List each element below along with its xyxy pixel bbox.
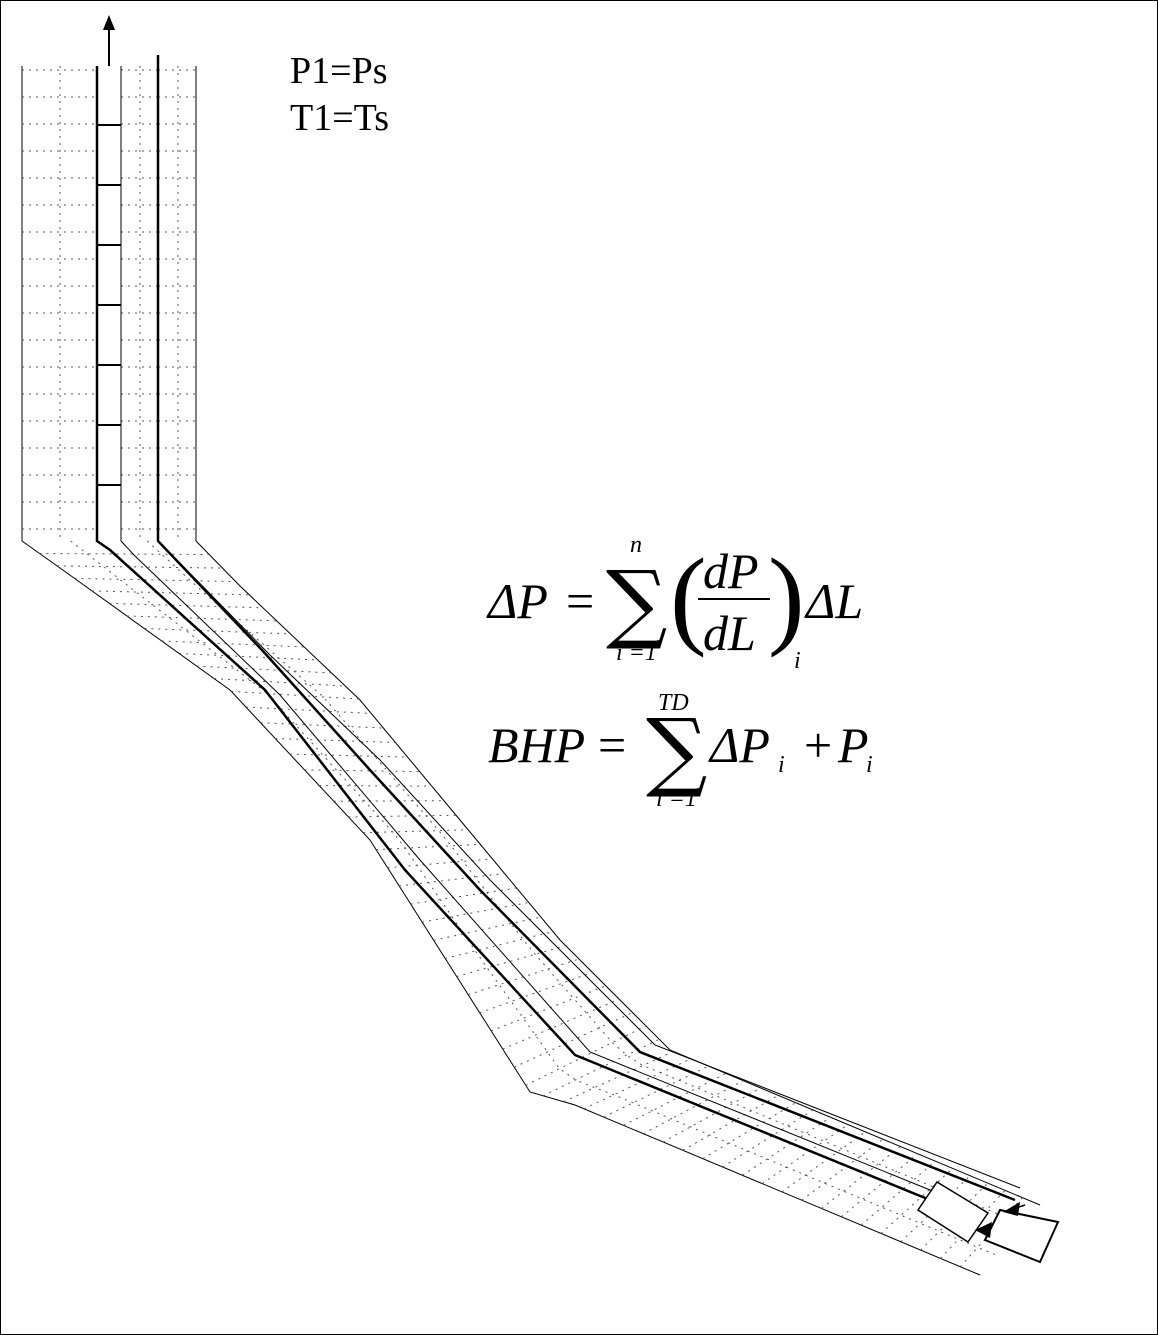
grid-line (260, 722, 384, 729)
eq1-lower-limit: i =1 (616, 640, 657, 666)
grid-line (161, 640, 305, 648)
eq2-lower-limit: i =1 (656, 786, 697, 812)
grid-line (860, 1160, 936, 1226)
eq1-equals: = (566, 573, 595, 629)
surface-pressure-condition: P1=Ps (290, 50, 388, 92)
eq1-tail: ΔL (806, 573, 864, 629)
grid-line (479, 971, 593, 1014)
grid-line (39, 552, 210, 556)
grid-line (722, 1109, 814, 1168)
grid-line (781, 1131, 866, 1193)
eq1-lhs: ΔP (488, 573, 548, 629)
grid-line (623, 1072, 727, 1126)
pressure-drop-equation: ΔP = n ∑ i =1 ( dP dL ) i ΔL (488, 532, 888, 692)
outer-wall-right (195, 66, 1041, 1206)
tube-segments (97, 124, 121, 486)
eq1-paren-left: ( (670, 536, 707, 658)
eq2-term2-subscript: i (866, 752, 873, 778)
eq1-numerator: dP (703, 543, 759, 599)
eq2-upper-limit: TD (658, 690, 689, 716)
tubing-wall-left (95, 66, 931, 1202)
eq1-denominator: dL (703, 605, 756, 661)
grid-line (583, 1058, 692, 1110)
tubing-wall-right (156, 55, 1016, 1202)
eq1-sum-symbol: ∑ (606, 553, 668, 653)
downhole-tool (916, 1180, 990, 1244)
inflow-arrow-upper (1003, 1202, 1026, 1216)
grid-line (304, 769, 420, 773)
grid-line (319, 785, 432, 787)
eq1-paren-right: ) (768, 536, 805, 658)
grid-line (363, 829, 469, 834)
eq2-sum-symbol: ∑ (646, 701, 708, 801)
boundary-conditions: P1=Ps T1=Ts (290, 48, 389, 142)
grid-line (502, 998, 620, 1050)
grid-line (289, 753, 408, 758)
tubing-wall-right-outer (171, 554, 1021, 1189)
inflow-nozzle (983, 1208, 1060, 1264)
grid-line (821, 1146, 901, 1209)
eq2-equals: = (598, 717, 627, 773)
grid-line (662, 1087, 761, 1143)
grid-line (144, 627, 291, 635)
grid-line (245, 706, 372, 714)
grid-line (74, 577, 236, 583)
eq1-upper-limit: n (630, 532, 642, 558)
grid-line (433, 916, 541, 941)
grid-line (214, 678, 346, 687)
bhp-equation: BHP = TD ∑ i =1 ΔP i + P i (488, 690, 888, 820)
grid-line (940, 1190, 1006, 1259)
grid-line (445, 931, 554, 959)
grid-line (91, 590, 250, 596)
surface-temperature-condition: T1=Ts (290, 97, 389, 139)
eq2-term2: P (838, 717, 869, 773)
grid-line (57, 565, 223, 569)
grid-line (702, 1102, 796, 1160)
eq2-lhs: BHP (488, 717, 586, 773)
grid-line (491, 985, 606, 1032)
outflow-arrow (103, 15, 115, 66)
grid-line (542, 1038, 660, 1097)
grid-longitudinal-line (146, 540, 1024, 1226)
inflow-arrow-lower (975, 1222, 992, 1238)
grid-line (920, 1182, 988, 1251)
eq1-subscript: i (794, 648, 801, 674)
eq2-plus: + (804, 717, 833, 773)
grid-line (333, 800, 444, 802)
eq2-term1-subscript: i (778, 752, 785, 778)
grid-line (682, 1094, 779, 1151)
grid-line (196, 665, 332, 674)
grid-line (456, 945, 566, 978)
grid-line (801, 1138, 884, 1201)
grid-line (179, 653, 318, 661)
grid-line (514, 1012, 633, 1068)
annulus-grid (22, 66, 1024, 1268)
grid-line (525, 1025, 647, 1086)
outer-wall-left (21, 66, 981, 1276)
grid-line (841, 1153, 919, 1218)
eq2-term1: ΔP (710, 717, 770, 773)
grid-line (275, 737, 396, 744)
tubing-wall-left-inner (120, 66, 936, 1193)
grid-line (900, 1175, 971, 1243)
grid-line (643, 1080, 744, 1135)
eq1-fraction-bar (698, 598, 770, 600)
grid-line (231, 690, 360, 700)
grid-line (376, 843, 481, 851)
